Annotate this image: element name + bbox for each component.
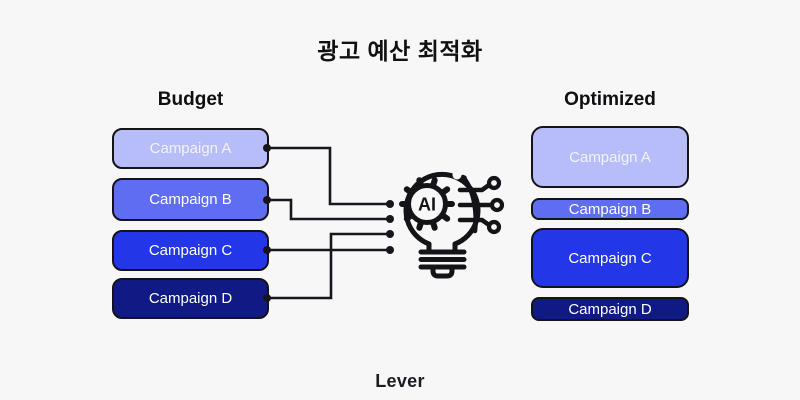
budget-campaign-b-label: Campaign B	[149, 191, 232, 208]
circuit-node-mid	[489, 197, 505, 213]
lever-logo: Lever	[375, 371, 425, 391]
optimized-campaign-a-box: Campaign A	[531, 126, 689, 188]
wire-campaign-b	[267, 198, 389, 221]
wire-campaign-d	[267, 232, 389, 300]
optimized-campaign-d-box: Campaign D	[531, 297, 689, 321]
budget-campaign-d-label: Campaign D	[148, 290, 233, 307]
diagram-title: 광고 예산 최적화	[317, 38, 483, 64]
optimized-campaign-b-box: Campaign B	[531, 198, 689, 220]
optimized-campaign-a-label: Campaign A	[569, 148, 651, 166]
gear-icon: AI	[399, 177, 455, 231]
budget-campaign-c-label: Campaign C	[148, 242, 233, 259]
budget-campaign-a-label: Campaign A	[149, 140, 232, 157]
budget-campaign-a-box: Campaign A	[112, 128, 269, 169]
optimized-campaign-c-label: Campaign C	[568, 249, 652, 267]
circuit-branch-bottom	[457, 217, 492, 228]
dome-gap	[452, 170, 462, 180]
ai-icon-label: AI	[418, 195, 436, 215]
wire-campaign-a	[267, 146, 389, 206]
optimized-campaign-b-label: Campaign B	[568, 200, 652, 218]
optimized-column-header: Optimized	[564, 89, 656, 110]
bulb-base-cup	[430, 266, 455, 279]
budget-campaign-d-box: Campaign D	[112, 278, 269, 319]
ai-lightbulb-gear-icon: AI	[385, 165, 510, 290]
optimized-campaign-c-box: Campaign C	[531, 228, 689, 288]
dome-dot	[461, 175, 467, 181]
bulb-base-rings	[418, 249, 467, 270]
budget-column-header: Budget	[157, 89, 224, 110]
budget-campaign-c-box: Campaign C	[112, 230, 269, 271]
circuit-node-bottom	[486, 219, 502, 235]
circuit-node-top	[486, 175, 502, 191]
circuit-branch-top	[457, 182, 492, 193]
budget-campaign-b-box: Campaign B	[112, 178, 269, 221]
optimized-campaign-d-label: Campaign D	[568, 300, 652, 318]
